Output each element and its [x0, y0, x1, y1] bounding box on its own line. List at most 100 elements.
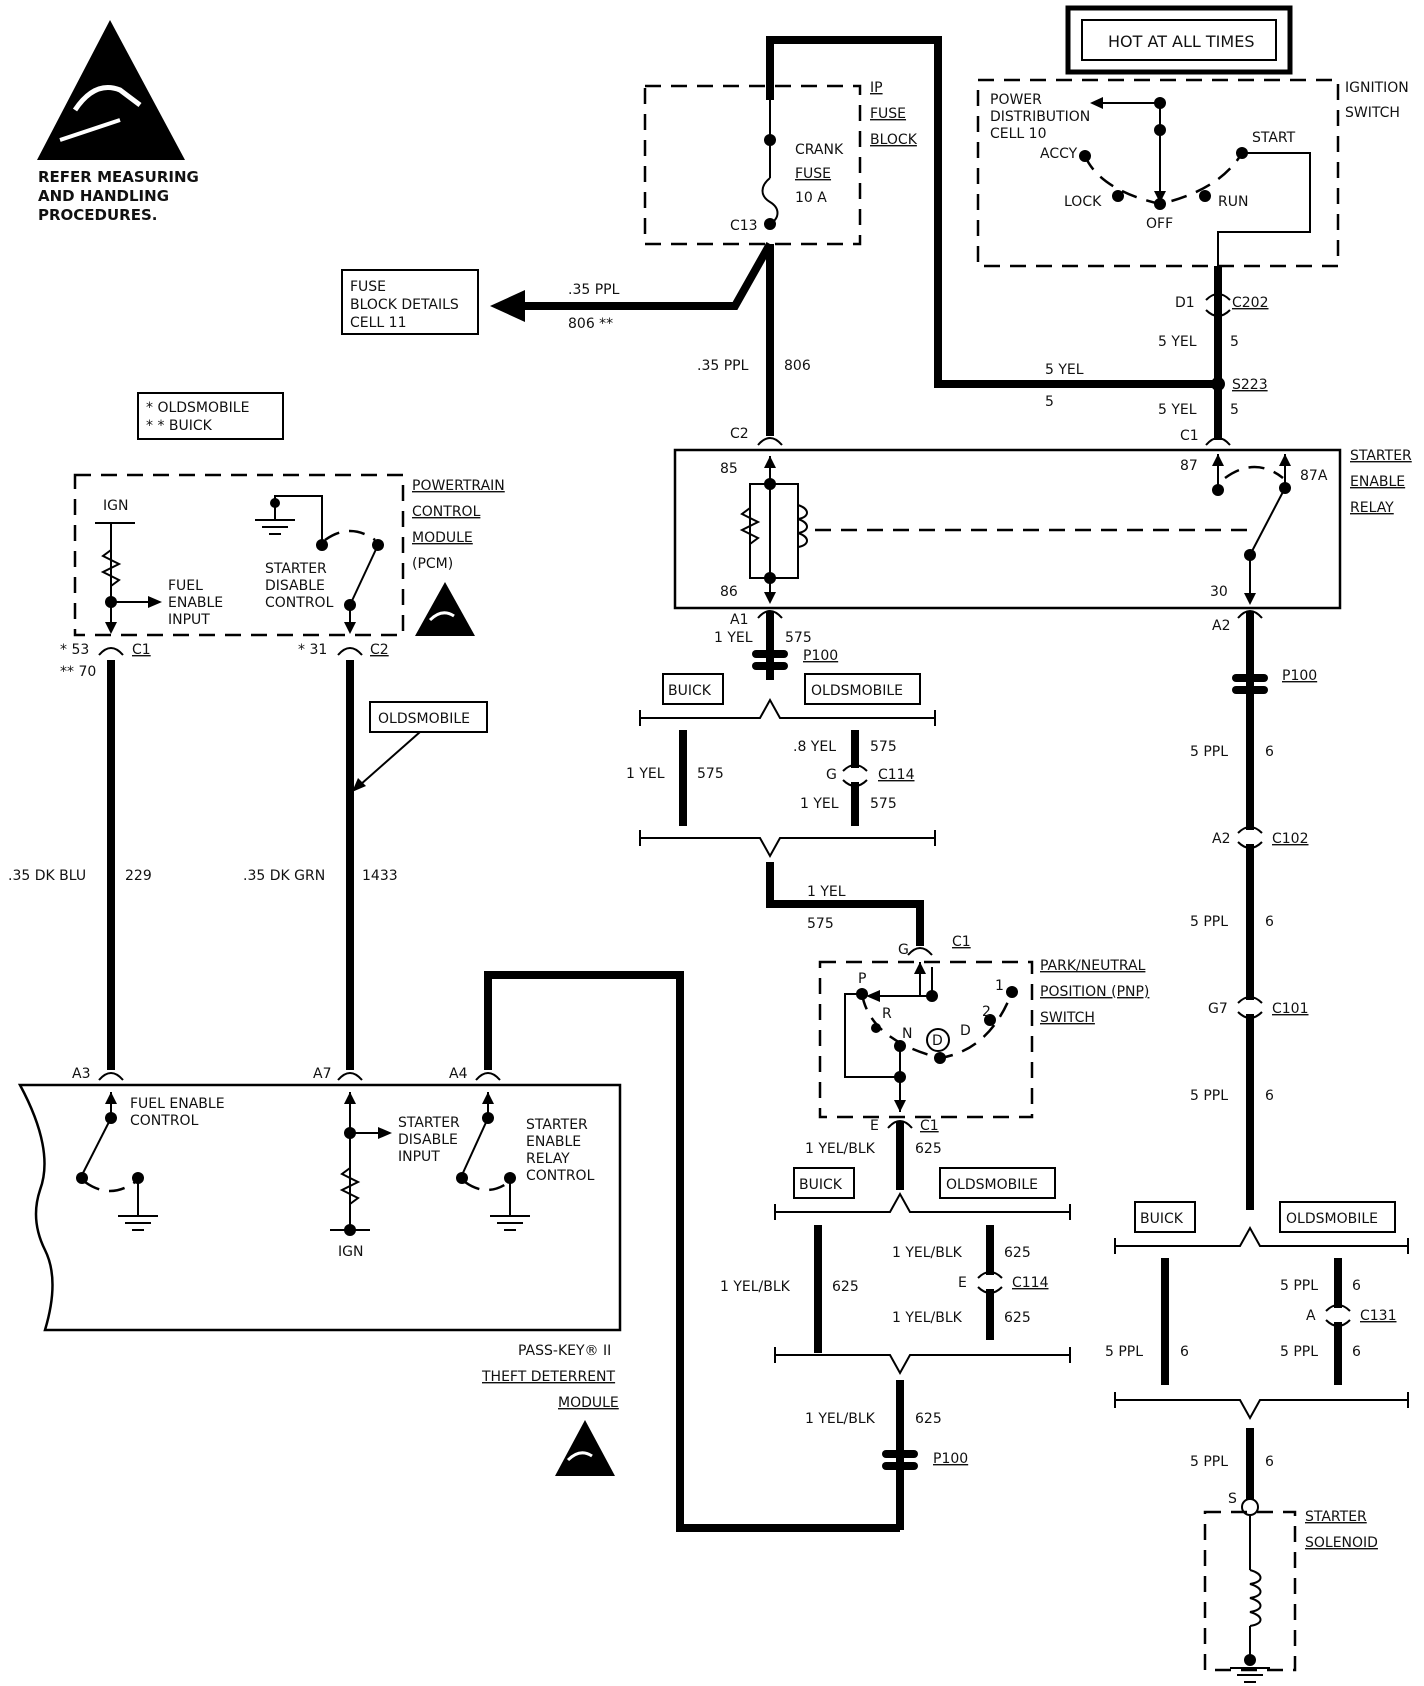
buick-6-gauge: 5 PPL: [1105, 1344, 1143, 1360]
passkey-relay-4: CONTROL: [526, 1168, 595, 1184]
pdc-label-1: POWER: [990, 92, 1042, 108]
relay-t87a: 87A: [1300, 468, 1328, 484]
pcm-starter-1: STARTER: [265, 561, 327, 577]
pcm-title-4: (PCM): [412, 556, 453, 572]
pcm-conn1: C1: [132, 642, 151, 658]
c101-pin: G7: [1208, 1001, 1228, 1017]
passkey-a7: A7: [313, 1066, 331, 1082]
pcm-esd-icon: [415, 582, 475, 636]
passkey-a3: A3: [72, 1066, 90, 1082]
relay-title-2: ENABLE: [1350, 474, 1405, 490]
olds-6-conn: C131: [1360, 1308, 1397, 1324]
relay-t30: 30: [1210, 584, 1228, 600]
pdc-label-2: DISTRIBUTION: [990, 109, 1090, 125]
passkey-a4: A4: [449, 1066, 468, 1082]
hot-label: HOT AT ALL TIMES: [1108, 32, 1254, 51]
pnp-switch-box: [818, 960, 1034, 1119]
seg2-gauge: 5 PPL: [1190, 914, 1228, 930]
legend-box: [137, 392, 284, 440]
olds-575-conn: C114: [878, 767, 915, 783]
seg3-gauge: 5 PPL: [1190, 1088, 1228, 1104]
ign-pos-accy: ACCY: [1040, 146, 1078, 162]
olds-625-top-gauge: 1 YEL/BLK: [892, 1245, 963, 1261]
olds-callout-box: [369, 701, 488, 733]
legend-olds: * OLDSMOBILE: [146, 400, 249, 416]
passkey-fuel-2: CONTROL: [130, 1113, 199, 1129]
fuse-down-circuit: 806: [784, 358, 811, 374]
pcm-pin1-b: ** 70: [60, 664, 96, 680]
merge-575-gauge: 1 YEL: [807, 884, 846, 900]
pcm-w2-circuit: 1433: [362, 868, 398, 884]
crank-fuse-symbol: [761, 177, 779, 225]
merge-625-gauge: 1 YEL/BLK: [805, 1411, 876, 1427]
pcm-pin2: * 31: [298, 642, 327, 658]
olds-625: OLDSMOBILE: [946, 1177, 1038, 1193]
p100-right: [1232, 674, 1268, 682]
olds-callout: OLDSMOBILE: [378, 711, 470, 727]
pcm-pin1-a: * 53: [60, 642, 89, 658]
legend-buick: * * BUICK: [146, 418, 213, 434]
olds-575-top-gauge: .8 YEL: [793, 739, 836, 755]
yel3-circuit: 5: [1230, 402, 1239, 418]
merge-625-circuit: 625: [915, 1411, 942, 1427]
relay-a1-gauge: 1 YEL: [714, 630, 753, 646]
pnp-out-conn: C1: [920, 1118, 939, 1134]
fuse-terminal-c13: C13: [730, 218, 758, 234]
merge-575-circuit: 575: [807, 916, 834, 932]
buick-575-circuit: 575: [697, 766, 724, 782]
passkey-input-3: INPUT: [398, 1149, 440, 1165]
hot-label-box: [1065, 5, 1293, 75]
pcm-ground-icon: [255, 519, 295, 535]
olds-625-top-circuit: 625: [1004, 1245, 1031, 1261]
crank-fuse-label-3: 10 A: [795, 190, 827, 206]
pnp-pos-p: P: [858, 971, 866, 987]
fuse-block-title-1: IP: [870, 80, 883, 96]
relay-a1: A1: [730, 612, 748, 628]
esd-note-line1: REFER MEASURING: [38, 168, 199, 186]
fuse-block-title-3: BLOCK: [870, 132, 918, 148]
seg3-circuit: 6: [1265, 1088, 1274, 1104]
buick-6: BUICK: [1140, 1211, 1184, 1227]
fuse-down-gauge: .35 PPL: [697, 358, 749, 374]
fuse-out-gauge: .35 PPL: [568, 282, 620, 298]
pcm-fuel-2: ENABLE: [168, 595, 223, 611]
passkey-title-1: PASS-KEY® II: [518, 1343, 611, 1359]
olds-6-conn-pin: A: [1306, 1308, 1316, 1324]
fuse-details-box: [341, 269, 479, 335]
pcm-w1-circuit: 229: [125, 868, 152, 884]
olds-6-bot-gauge: 5 PPL: [1280, 1344, 1318, 1360]
fuse-details-3: CELL 11: [350, 315, 407, 331]
passkey-relay-1: STARTER: [526, 1117, 588, 1133]
esd-warning-icon: [37, 20, 185, 160]
pnp-out-circuit: 625: [915, 1141, 942, 1157]
fuse-out-circuit: 806 **: [568, 316, 613, 332]
c102-label: C102: [1272, 831, 1309, 847]
passkey-ign: IGN: [338, 1244, 363, 1260]
passkey-title-2: THEFT DETERRENT: [481, 1369, 616, 1385]
crank-fuse-label-1: CRANK: [795, 142, 844, 158]
yel1-circuit: 5: [1230, 334, 1239, 350]
pnp-pos-n: N: [902, 1026, 912, 1042]
seg1-gauge: 5 PPL: [1190, 744, 1228, 760]
c101-label: C101: [1272, 1001, 1309, 1017]
buick-575-gauge: 1 YEL: [626, 766, 665, 782]
solenoid-title-2: SOLENOID: [1305, 1535, 1378, 1551]
olds-575-bot-circuit: 575: [870, 796, 897, 812]
seg2-circuit: 6: [1265, 914, 1274, 930]
starter-solenoid-box: [1203, 1510, 1297, 1672]
pnp-title-2: POSITION (PNP): [1040, 984, 1149, 1000]
yel2-gauge: 5 YEL: [1045, 362, 1084, 378]
olds-625-bot-gauge: 1 YEL/BLK: [892, 1310, 963, 1326]
relay-a2: A2: [1212, 618, 1230, 634]
pdc-label-3: CELL 10: [990, 126, 1047, 142]
pcm-fuel-1: FUEL: [168, 578, 203, 594]
relay-t87: 87: [1180, 458, 1198, 474]
pnp-in-pin: G: [898, 942, 909, 958]
solenoid-ground-icon: [1230, 1667, 1270, 1683]
ignition-switch-title-1: IGNITION: [1345, 80, 1409, 96]
yel1-gauge: 5 YEL: [1158, 334, 1197, 350]
ignition-switch-box: [976, 78, 1340, 268]
starter-enable-relay: [673, 448, 1342, 610]
pnp-pos-1: 1: [995, 978, 1004, 994]
